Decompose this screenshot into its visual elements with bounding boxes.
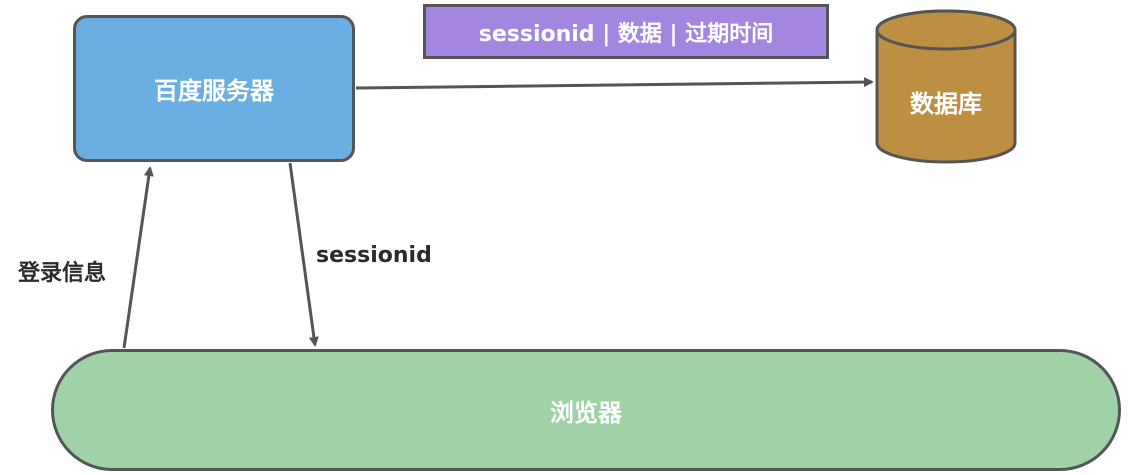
server-node: 百度服务器	[73, 15, 355, 162]
login-info-label: 登录信息	[18, 261, 107, 286]
database-cylinder	[875, 9, 1017, 164]
sessionid-label: sessionid	[316, 243, 432, 268]
server-label: 百度服务器	[154, 77, 274, 105]
browser-label: 浏览器	[550, 398, 622, 427]
browser-node: 浏览器	[51, 349, 1121, 471]
arrow-server-to-database	[355, 77, 874, 90]
arrow-browser-to-server	[122, 166, 154, 349]
arrow-server-to-browser	[288, 162, 319, 347]
session-record-label: sessionid | 数据 | 过期时间	[478, 21, 774, 47]
session-record-box: sessionid | 数据 | 过期时间	[423, 4, 829, 59]
database-label: 数据库	[910, 89, 982, 118]
